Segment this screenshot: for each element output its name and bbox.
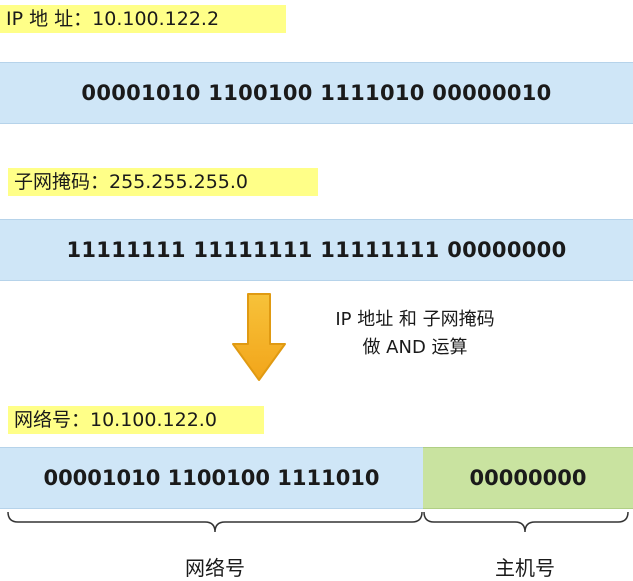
bracket-lines [7,511,629,533]
host-part-band: 00000000 [423,447,633,509]
subnet-mask-label: 子网掩码：255.255.255.0 [8,168,318,196]
and-operation-text: IP 地址 和 子网掩码 做 AND 运算 [300,306,530,362]
ip-address-label: IP 地 址：10.100.122.2 [0,5,286,33]
ip-binary-band: 00001010 1100100 1111010 00000010 [0,62,633,124]
host-part-caption: 主机号 [495,556,555,580]
network-part-band: 00001010 1100100 1111010 [0,447,423,509]
mask-binary-band: 11111111 11111111 11111111 00000000 [0,219,633,281]
operation-line-2: 做 AND 运算 [362,337,468,358]
operation-line-1: IP 地址 和 子网掩码 [335,309,495,330]
network-number-label: 网络号：10.100.122.0 [8,406,264,434]
down-arrow-icon [230,292,288,384]
network-part-caption: 网络号 [185,556,245,580]
